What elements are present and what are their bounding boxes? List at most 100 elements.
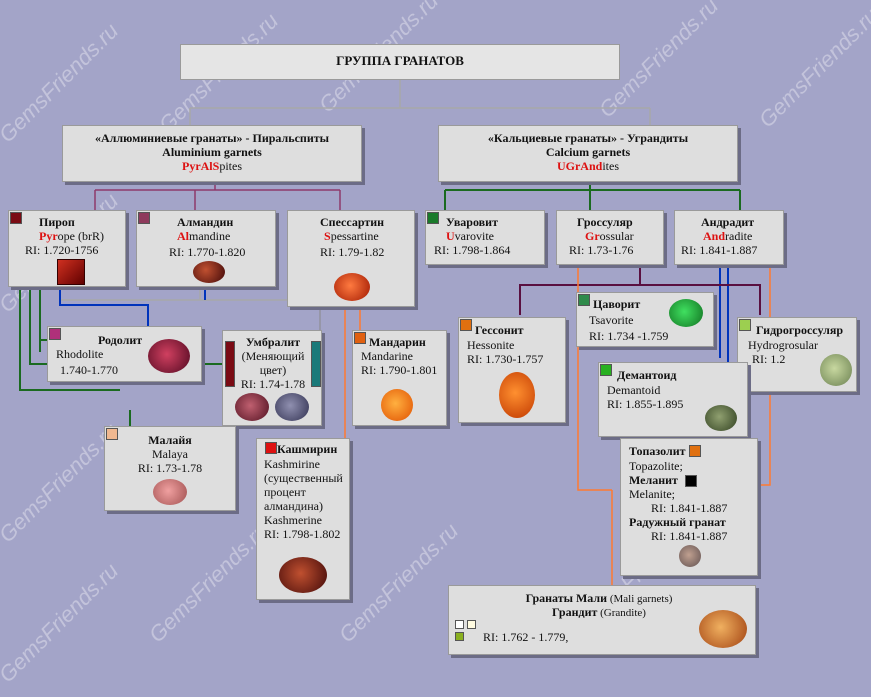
hessonite-name: Гессонит — [475, 323, 524, 337]
umbalite-ri: RI: 1.74-1.78 — [240, 377, 306, 391]
color-swatch — [225, 341, 235, 387]
pyrope-latin-highlight: Pyr — [39, 229, 58, 243]
mandarin-gem-icon — [381, 389, 413, 421]
group-pyralspites-subtitle: Aluminium garnets — [162, 145, 262, 159]
andradite-latin-highlight: And — [703, 229, 726, 243]
demantoid-name: Демантоид — [617, 368, 677, 382]
color-swatch — [460, 319, 472, 331]
almandine-name: Алмандин — [177, 215, 234, 229]
andradite-latin: radite — [725, 229, 753, 243]
card-mali: Гранаты Мали (Mali garnets) Грандит (Gra… — [448, 585, 756, 655]
color-swatch — [455, 620, 464, 629]
kashmirine-line: алмандина) — [264, 499, 323, 513]
kashmirine-line: (существенный — [264, 471, 343, 485]
card-hessonite: Гессонит Hessonite RI: 1.730-1.757 — [458, 317, 566, 423]
spessartine-name: Спессартин — [320, 215, 385, 229]
mali-latin: (Mali garnets) — [607, 593, 673, 605]
rhodolite-ri: 1.740-1.770 — [60, 363, 118, 377]
hydrogrossular-gem-icon — [820, 354, 852, 386]
almandine-gem-icon — [193, 261, 225, 283]
kashmirine-line: процент — [264, 485, 306, 499]
spessartine-latin: pessartine — [330, 229, 379, 243]
rhodolite-latin: Rhodolite — [56, 347, 104, 361]
hessonite-latin: Hessonite — [467, 338, 515, 352]
group-pyralspites: «Аллюминиевые гранаты» - Пиральспиты Alu… — [62, 125, 362, 182]
umbalite-subtitle: (Меняющий цвет) — [241, 349, 305, 377]
color-swatch — [689, 445, 701, 457]
pyrope-latin: ope (brR) — [57, 229, 104, 243]
color-swatch — [427, 212, 439, 224]
color-swatch — [600, 364, 612, 376]
mali-name: Гранаты Мали — [525, 591, 608, 605]
group-ugrandites-code-rest: ites — [602, 159, 619, 173]
mandarin-ri: RI: 1.790-1.801 — [361, 363, 438, 377]
group-pyralspites-title: «Аллюминиевые гранаты» - Пиральспиты — [94, 131, 330, 145]
topazolite-name: Топазолит — [629, 444, 686, 458]
uvarovite-ri: RI: 1.798-1.864 — [434, 243, 511, 257]
card-hydrogrossular: Гидрогроссуляр Hydrogrosular RI: 1.2 — [737, 317, 857, 392]
color-swatch — [138, 212, 150, 224]
andradite-name: Андрадит — [701, 215, 755, 229]
group-ugrandites-title: «Кальциевые гранаты» - Уграндиты — [487, 131, 689, 145]
group-ugrandites-code: UGrAnd — [556, 159, 603, 173]
color-swatch — [354, 332, 366, 344]
card-uvarovite: Уваровит Uvarovite RI: 1.798-1.864 — [425, 210, 545, 265]
demantoid-latin: Demantoid — [607, 383, 661, 397]
color-swatch — [578, 294, 590, 306]
color-swatch — [467, 620, 476, 629]
group-pyralspites-code-rest: pites — [219, 159, 242, 173]
card-umbalite: Умбралит (Меняющий цвет) RI: 1.74-1.78 — [222, 330, 322, 426]
title-text: ГРУППА ГРАНАТОВ — [336, 53, 464, 68]
card-malaya: Малайя Malaya RI: 1.73-1.78 — [104, 426, 236, 511]
group-ugrandites: «Кальциевые гранаты» - Уграндиты Calcium… — [438, 125, 738, 182]
malaya-name: Малайя — [148, 433, 192, 447]
card-demantoid: Демантоид Demantoid RI: 1.855-1.895 — [598, 362, 748, 437]
card-tsavorite: Цаворит Tsavorite RI: 1.734 -1.759 — [576, 292, 714, 347]
uvarovite-latin: varovite — [454, 229, 494, 243]
card-pyrope: Пироп Pyrope (brR) RI: 1.720-1756 — [8, 210, 126, 287]
demantoid-ri: RI: 1.855-1.895 — [607, 397, 684, 411]
almandine-latin: mandine — [189, 229, 231, 243]
rainbow-garnet-ri: RI: 1.841-1.887 — [651, 529, 728, 543]
grandite-name: Грандит — [552, 605, 598, 619]
pyrope-name: Пироп — [39, 215, 75, 229]
color-swatch — [455, 632, 464, 641]
tsavorite-latin: Tsavorite — [589, 313, 634, 327]
rhodolite-gem-icon — [148, 339, 190, 373]
hydrogrossular-name: Гидрогроссуляр — [756, 323, 844, 337]
color-swatch — [106, 428, 118, 440]
color-swatch — [265, 442, 277, 454]
rainbow-garnet-name: Радужный гранат — [629, 515, 726, 529]
page-title: ГРУППА ГРАНАТОВ — [180, 44, 620, 80]
grossular-ri: RI: 1.73-1.76 — [569, 243, 634, 257]
spessartine-ri: RI: 1.79-1.82 — [320, 245, 385, 259]
kashmirine-line: Kashmerine — [264, 513, 322, 527]
umbalite-gem-icon-2 — [275, 393, 309, 421]
kashmirine-line: Kashmirine — [264, 457, 320, 471]
mandarin-name: Мандарин — [369, 335, 426, 349]
group-pyralspites-code: PyrAlS — [181, 159, 220, 173]
umbalite-name: Умбралит — [245, 335, 301, 349]
uvarovite-name: Уваровит — [446, 215, 498, 229]
hydrogrossular-latin: Hydrogrosular — [748, 338, 818, 352]
mali-gem-icon — [699, 610, 747, 648]
malaya-latin: Malaya — [152, 447, 188, 461]
group-ugrandites-subtitle: Calcium garnets — [545, 145, 631, 159]
pyrope-ri: RI: 1.720-1756 — [25, 243, 99, 257]
topazolite-latin: Topazolite; — [629, 459, 683, 473]
tsavorite-name: Цаворит — [593, 297, 641, 311]
malaya-gem-icon — [153, 479, 187, 505]
color-swatch — [739, 319, 751, 331]
card-topazolite: Топазолит Topazolite; Меланит Melanite; … — [620, 438, 758, 576]
mandarin-latin: Mandarine — [361, 349, 413, 363]
almandine-latin-highlight: Al — [177, 229, 189, 243]
spessartine-gem-icon — [334, 273, 370, 301]
tsavorite-gem-icon — [669, 299, 703, 327]
umbalite-gem-icon — [235, 393, 269, 421]
card-mandarin: Мандарин Mandarine RI: 1.790-1.801 — [352, 330, 447, 426]
color-swatch — [311, 341, 321, 387]
card-almandine: Алмандин Almandine RI: 1.770-1.820 — [136, 210, 276, 287]
color-swatch — [49, 328, 61, 340]
color-swatch — [685, 475, 697, 487]
